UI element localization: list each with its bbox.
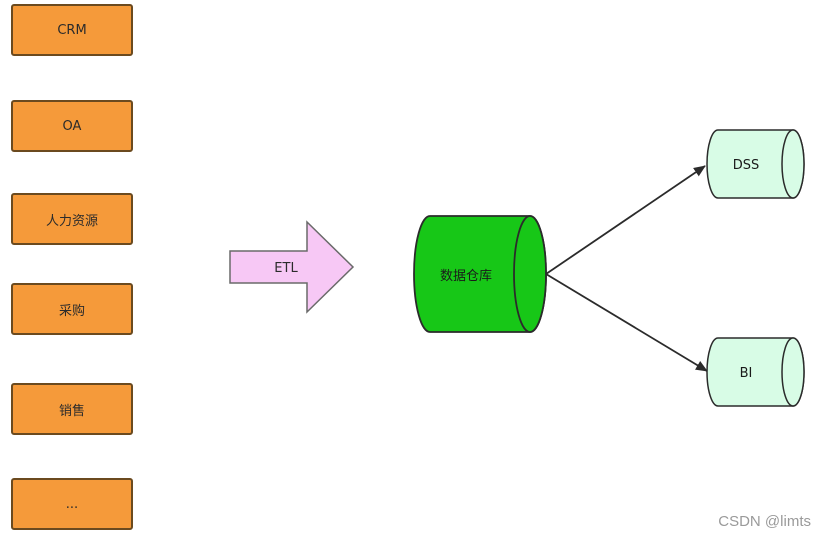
etl-label: ETL: [274, 261, 298, 276]
source-oa: OA: [11, 100, 133, 152]
connector-warehouse-bi: [545, 273, 708, 372]
source-more: ...: [11, 478, 133, 530]
source-purchase: 采购: [11, 283, 133, 335]
source-hr: 人力资源: [11, 193, 133, 245]
output-bi: BI: [706, 337, 805, 407]
warehouse-cylinder: 数据仓库: [413, 215, 547, 333]
connector-warehouse-dss: [545, 165, 706, 275]
etl-arrow: ETL: [229, 220, 355, 314]
dss-label: DSS: [733, 158, 760, 173]
bi-label: BI: [740, 366, 753, 381]
watermark: CSDN @limts: [718, 513, 811, 530]
warehouse-label: 数据仓库: [440, 268, 492, 284]
output-dss: DSS: [706, 129, 805, 199]
source-sales: 销售: [11, 383, 133, 435]
source-crm: CRM: [11, 4, 133, 56]
